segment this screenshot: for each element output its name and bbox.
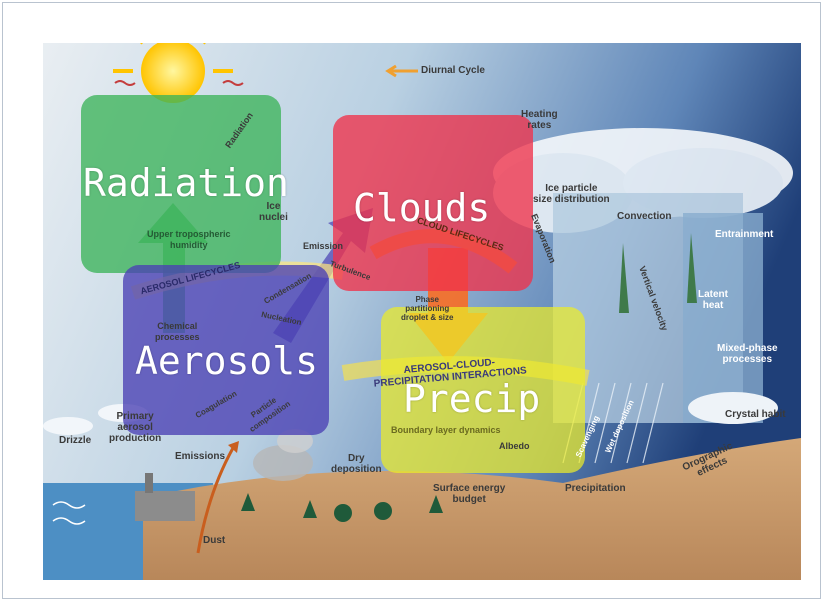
label-primary-aerosol: Primary aerosol production — [109, 411, 162, 444]
label-drizzle: Drizzle — [59, 435, 92, 446]
label-emission: Emission — [303, 241, 344, 251]
factory — [135, 491, 195, 521]
label-chemical-processes: Chemical processes — [155, 321, 200, 342]
sun — [113, 43, 233, 103]
label-entrainment: Entrainment — [715, 229, 774, 240]
aerosols-box — [123, 265, 329, 435]
trees — [241, 493, 443, 522]
label-mixed-phase: Mixed-phase processes — [717, 343, 778, 365]
aerosols-box-label: Aerosols — [135, 339, 319, 383]
label-upper-humidity: Upper tropospheric humidity — [147, 229, 231, 250]
precip-box-label: Precip — [403, 377, 541, 421]
label-crystal-habit: Crystal habit — [725, 409, 786, 420]
label-heating-rates: Heating rates — [521, 109, 558, 131]
label-convection: Convection — [617, 211, 672, 222]
label-ice-particle: Ice particle size distribution — [533, 183, 610, 205]
label-albedo: Albedo — [499, 441, 530, 451]
clouds-box-label: Clouds — [353, 186, 491, 230]
climate-process-diagram: Diurnal Cycle Heating rates Radiation Ic… — [43, 43, 801, 580]
label-boundary-layer: Boundary layer dynamics — [391, 425, 501, 435]
label-precipitation: Precipitation — [565, 483, 626, 494]
precip-box — [381, 307, 585, 473]
label-dust: Dust — [203, 535, 226, 546]
label-surface-energy: Surface energy budget — [433, 483, 506, 505]
radiation-box — [81, 95, 281, 273]
radiation-box-label: Radiation — [83, 161, 289, 205]
label-latent-heat: Latent heat — [698, 289, 728, 311]
clouds-box — [333, 115, 533, 291]
label-diurnal-cycle: Diurnal Cycle — [421, 65, 485, 76]
label-emissions: Emissions — [175, 451, 226, 462]
label-ice-nuclei: Ice nuclei — [259, 201, 288, 223]
label-dry-deposition: Dry deposition — [331, 453, 382, 475]
ground — [143, 438, 801, 580]
label-phase-partitioning: Phase partitioning droplet & size — [401, 295, 454, 322]
